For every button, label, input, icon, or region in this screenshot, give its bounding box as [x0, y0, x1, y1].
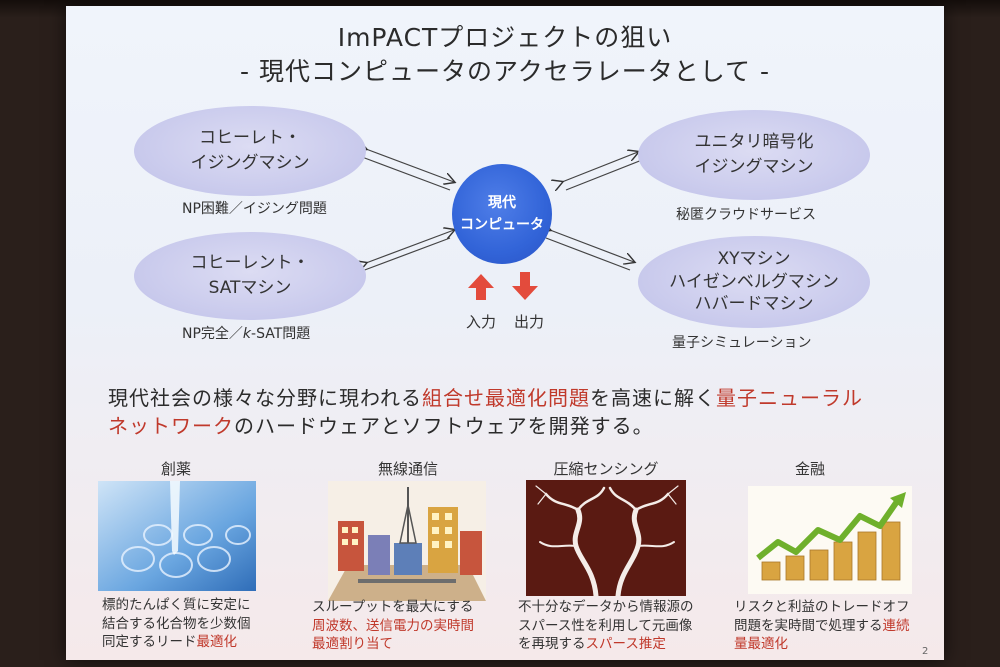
drug-discovery-photo-icon	[98, 481, 256, 591]
drug-discovery-caption: 標的たんぱく質に安定に 結合する化合物を少数個 同定するリード最適化	[102, 597, 251, 651]
drug-discovery-image	[98, 481, 256, 591]
app-title-compressed-sensing: 圧縮センシング	[553, 460, 659, 478]
statement-line-2: ネットワークのハードウェアとソフトウェアを開発する。	[108, 414, 654, 438]
coherent-sat-machine-node: コヒーレント・ SATマシン	[134, 232, 366, 320]
wireless-caption: スループットを最大にする 周波数、送信電力の実時間 最適割り当て	[312, 599, 474, 653]
connector-arrow	[562, 152, 638, 182]
wireless-city-image	[328, 481, 486, 601]
modern-computer-node: 現代 コンピュータ	[452, 164, 552, 264]
diagram-connectors	[66, 6, 643, 300]
finance-caption: リスクと利益のトレードオフ 問題を実時間で処理する連続 量最適化	[734, 599, 910, 653]
quantum-simulator-node: XYマシン ハイゼンベルグマシン ハバードマシン	[638, 236, 870, 328]
coherent-ising-machine-caption: NP困難／イジング問題	[182, 201, 327, 217]
output-label: 出力	[514, 313, 545, 331]
coherent-sat-machine-caption: NP完全／k-SAT問題	[182, 326, 311, 342]
unitary-encrypted-ising-machine-node: ユニタリ暗号化 イジングマシン	[638, 110, 870, 200]
slide-subtitle: - 現代コンピュータのアクセラレータとして -	[240, 57, 770, 86]
page-number: 2	[922, 646, 929, 657]
quantum-simulator-caption: 量子シミュレーション	[672, 335, 812, 351]
finance-image	[748, 486, 912, 594]
app-title-wireless: 無線通信	[377, 460, 438, 478]
coins-growth-chart-icon	[748, 486, 912, 594]
slide-title: ImPACTプロジェクトの狙い	[337, 23, 673, 52]
app-title-finance: 金融	[794, 460, 825, 478]
coherent-ising-machine-node: コヒーレト・ イジングマシン	[134, 106, 366, 196]
output-arrow-icon	[512, 272, 538, 300]
input-label: 入力	[466, 313, 497, 331]
connector-arrow	[550, 230, 634, 262]
compressed-sensing-caption: 不十分なデータから情報源の スパース性を利用して元画像 を再現するスパース推定	[518, 599, 694, 653]
city-network-illustration-icon	[328, 481, 486, 601]
connector-arrow	[366, 230, 454, 263]
app-title-drug: 創薬	[160, 460, 191, 478]
statement-line-1: 現代社会の様々な分野に現われる組合せ最適化問題を高速に解く量子ニューラル	[108, 386, 863, 410]
presentation-slide: ImPACTプロジェクトの狙い - 現代コンピュータのアクセラレータとして - …	[66, 6, 944, 660]
unitary-encrypted-ising-machine-caption: 秘匿クラウドサービス	[676, 207, 816, 223]
angiography-image-icon	[526, 480, 686, 596]
connector-arrow	[366, 149, 454, 182]
input-arrow-icon	[468, 274, 494, 300]
compressed-sensing-image	[526, 480, 686, 596]
